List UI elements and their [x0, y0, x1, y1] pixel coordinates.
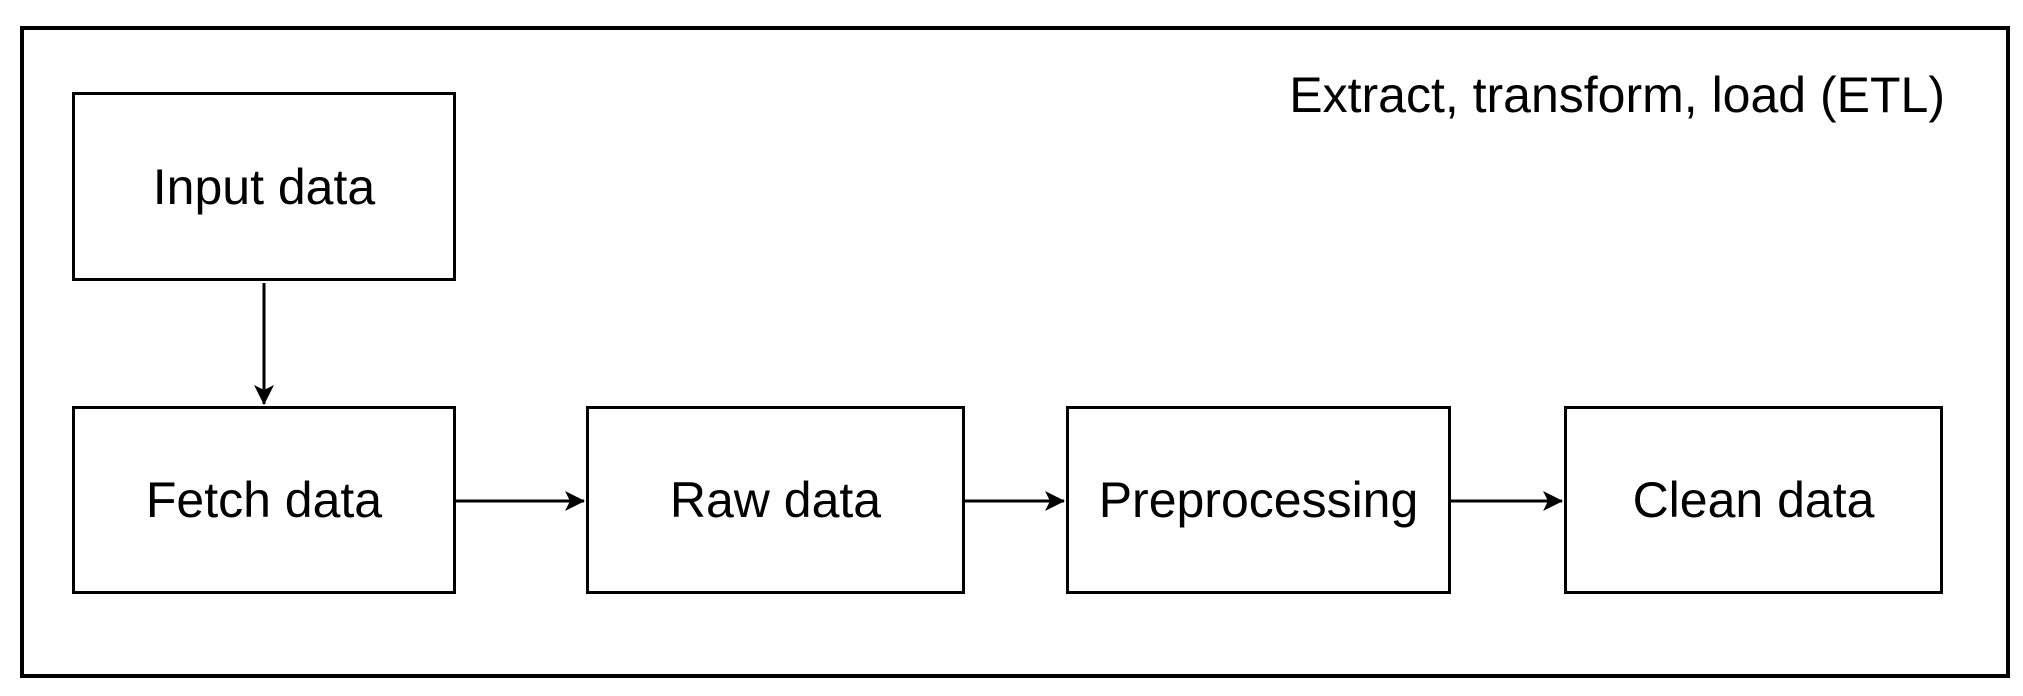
node-label-clean-data: Clean data [1632, 472, 1875, 528]
node-clean-data: Clean data [1564, 406, 1943, 594]
node-raw-data: Raw data [586, 406, 965, 594]
node-label-preprocessing: Preprocessing [1098, 472, 1419, 528]
node-label-fetch-data: Fetch data [145, 472, 383, 528]
node-input-data: Input data [72, 92, 456, 281]
node-label-input-data: Input data [152, 158, 376, 215]
node-fetch-data: Fetch data [72, 406, 456, 594]
node-label-raw-data: Raw data [669, 472, 882, 528]
diagram-title: Extract, transform, load (ETL) [1289, 67, 1945, 123]
diagram-outer-frame [20, 26, 2010, 678]
node-preprocessing: Preprocessing [1066, 406, 1451, 594]
